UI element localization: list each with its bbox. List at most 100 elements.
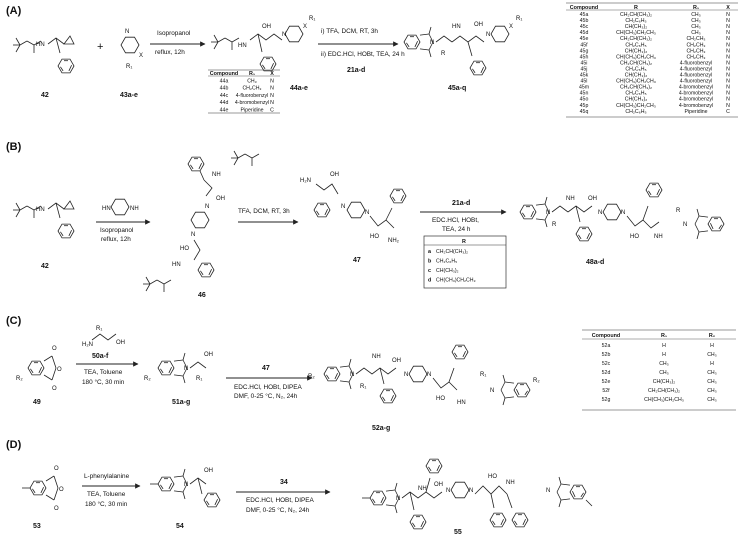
structure-42-a: HN 42 [12,35,75,99]
condition-text: 180 °C, 30 min [85,500,128,508]
atom-label: HO [370,234,379,240]
compound-label-50: 50a-f [92,353,109,360]
table-cell: 4-fluorobenzyl [680,66,713,72]
table-header: R₂ [709,333,716,339]
atom-label: OH [474,22,483,28]
table-cell: CH₃ [707,352,717,358]
table-cell: 45a [580,12,589,18]
table-cell: CH₂C₆H₅ [625,109,646,115]
table-cell: CH₂C₆H₅ [625,66,646,72]
atom-label: OH [330,172,339,178]
table-cell: H [710,343,714,349]
table-cell: 45b [580,18,589,24]
table-header: R₁ [249,71,256,77]
table-cell: H [662,343,666,349]
table-cell: N [270,86,274,92]
table-cell: 44d [220,100,229,106]
atom-label: HN [102,206,111,212]
atom-label: NH [418,486,427,492]
table-cell: 52d [602,370,611,376]
atom-label: N [621,210,625,216]
table-cell: 44c [220,93,229,99]
structure-44: HN OH N X R₁ 44a-e [210,16,315,92]
atom-label: N [469,488,473,494]
table-cell: N [726,54,730,60]
atom-label: NH [654,234,663,240]
condition-text: reflux, 12h [101,236,131,243]
atom-label: HO [180,246,189,252]
table-cell: 44a [220,79,229,85]
panel-label-c: (C) [6,315,22,327]
table-cell: CH₃ [707,397,717,403]
structure-45: N R HN OH N X R₁ 45a-q [404,16,522,92]
atom-label: HO [630,234,639,240]
compound-label-47-c: 47 [262,365,270,372]
atom-label: HN [452,24,461,30]
table-cell: N [726,42,730,48]
table-cell: N [726,30,730,36]
table-cell: N [270,100,274,106]
table-cell: 52a [602,343,611,349]
table-cell: 52f [602,388,610,394]
r-box-value: CH₂C₆H₅ [436,259,457,265]
table-cell: CH(CH₃)₂ [625,97,648,103]
condition-text: L-phenylalanine [84,473,130,480]
table-cell: 52e [602,379,611,385]
condition-text: TEA, Toluene [84,369,123,376]
table-cell: CH₂C₆H₅ [625,18,646,24]
table-cell: CH₂CH(CH₃)₂ [620,36,652,42]
r-box-header: R [462,239,466,245]
structure-52: R₂ N R₁ NH OH N N HO HN R₁ N R₂ 52a-g [308,344,540,432]
table-cell: N [726,97,730,103]
table-cell: CH(CH₃)₂ [625,48,648,54]
structure-49: O O O R₂ 49 [16,346,62,406]
r-box-value: CH₂CH(CH₃)₂ [436,249,468,255]
table-cell: 44b [220,86,229,92]
table-cell: CH₂CH(CH₃)₂ [620,60,652,66]
table-cell: CH(CH₃)₂ [653,379,676,385]
table-cell: 4-bromobenzyl [679,97,713,103]
condition-text: TFA, DCM, RT, 3h [238,208,290,215]
table-header: X [270,71,274,77]
table-cell: C [726,109,730,115]
table-cell: CH(CH₃)CH₂CH₃ [616,103,656,109]
atom-label: R₁ [480,372,486,378]
table-cell: 52c [602,361,611,367]
condition-text: reflux, 12h [155,49,185,56]
table-header: R [634,5,638,11]
panel-label-d: (D) [6,439,22,451]
compound-label-52: 52a-g [372,425,390,432]
table-cell: 4-bromobenzyl [235,100,269,106]
r-box-letter: c [428,268,431,274]
atom-label: R₂ [16,376,23,382]
table-cell: 44e [220,107,229,113]
atom-label: HO [488,474,497,480]
structure-54: N OH 54 [150,468,221,530]
table-cell: 45n [580,91,589,97]
atom-label: N [486,32,490,38]
compound-label-44: 44a-e [290,85,308,92]
table-cell: 4-fluorobenzyl [236,93,269,99]
table-cell: N [726,12,730,18]
table-cell: CH(CH₃)CH₂CH₃ [644,397,684,403]
table-cell: 45h [580,54,589,60]
atom-label: R₁ [126,64,132,70]
panel-label-b: (B) [6,141,22,153]
atom-label: N [546,488,550,494]
panel-label-a: (A) [6,5,22,17]
compound-label-47: 47 [353,257,361,264]
condition-text: Isopropanol [100,227,133,234]
table-cell: CH₂C₆H₅ [625,91,646,97]
atom-label: OH [434,482,443,488]
table-cell: 52g [602,397,611,403]
table-cell: CH₂CH(CH₃)₂ [620,12,652,18]
condition-text: DMF, 0-25 °C, N₂, 24h [246,506,310,514]
structure-53: O O O 53 [22,466,64,530]
compound-label-45: 45a-q [448,85,466,92]
compound-label-42-b: 42 [41,263,49,270]
atom-label: N [683,222,687,228]
table-cell: N [726,24,730,30]
table-cell: CH(CH₃)₂ [625,24,648,30]
table-cell: CH(CH₃)CH₂CH₃ [616,30,656,36]
